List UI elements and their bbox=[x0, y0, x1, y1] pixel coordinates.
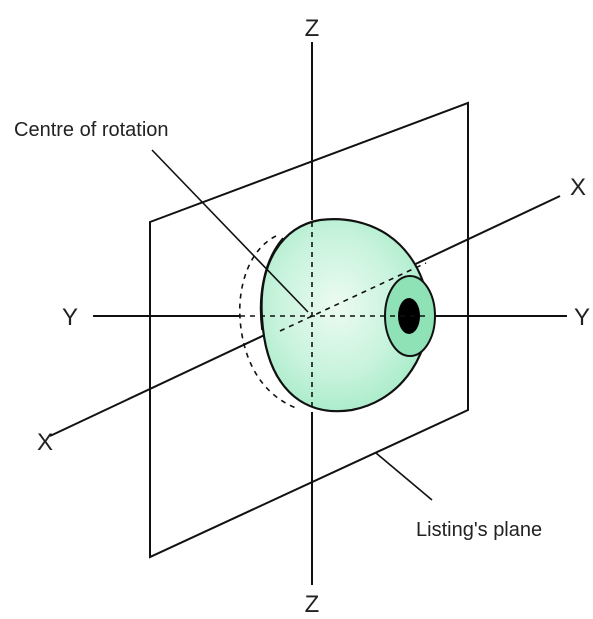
listings-plane bbox=[149, 101, 469, 559]
listings-plane-label: Listing's plane bbox=[416, 519, 542, 541]
z-axis-label-bottom: Z bbox=[305, 591, 320, 618]
centre-of-rotation-label: Centre of rotation bbox=[14, 119, 169, 141]
x-axis-label-lower: X bbox=[37, 429, 53, 456]
x-axis-label-upper: X bbox=[570, 174, 586, 201]
pupil bbox=[398, 298, 420, 334]
eyeball-back-outline bbox=[238, 235, 297, 409]
eyeball-icon bbox=[259, 218, 436, 413]
z-axis-label-top: Z bbox=[305, 15, 320, 42]
y-axis-label-right: Y bbox=[574, 304, 590, 331]
centre-of-rotation-leader bbox=[151, 149, 309, 313]
y-axis-label-left: Y bbox=[62, 304, 78, 331]
x-axis-inner-dashed bbox=[279, 262, 427, 332]
listings-plane-leader bbox=[375, 452, 433, 501]
